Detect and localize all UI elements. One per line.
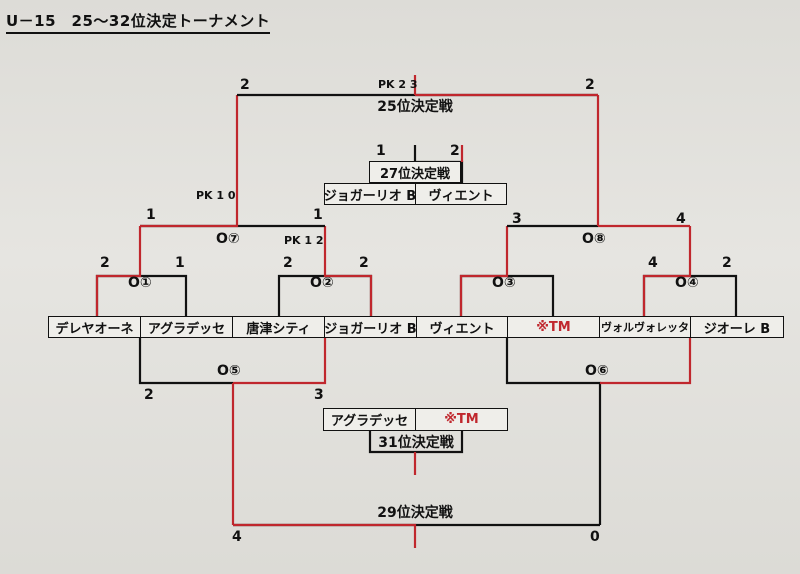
match6-win-line [600, 338, 692, 385]
final27-team-right-name: ヴィエント [428, 188, 494, 204]
final29-score-right: 0 [590, 529, 600, 545]
match5-label: O⑤ [217, 363, 241, 379]
team-agradesse: アグラデッセ [140, 316, 233, 338]
match8-score-right: 4 [676, 211, 686, 227]
match3-label: O③ [492, 275, 516, 291]
final31-label: 31位決定戦 [378, 435, 454, 451]
match2-pk: PK 1 2 [284, 234, 324, 247]
match7-score-left: 1 [146, 207, 156, 223]
team-jogario-b: ジョガーリオ B [324, 316, 417, 338]
match3-score-left: 3 [512, 211, 522, 227]
team-tm: ※TM [507, 316, 600, 338]
match8-label: O⑧ [582, 231, 606, 247]
match1-win-line [95, 226, 142, 316]
match8-win-line [596, 95, 690, 228]
team-deleyaone: デレヤオーネ [48, 316, 141, 338]
match7-score-right: 1 [313, 207, 323, 223]
final31-team-right-name: ※TM [444, 412, 479, 427]
match2-win-line [323, 226, 373, 316]
final25-pk: PK 2 3 [378, 78, 418, 91]
final25-win-line [413, 75, 598, 97]
final29-score-left: 4 [232, 529, 242, 545]
team-karatsu-city: 唐津シティ [232, 316, 325, 338]
match1-score-left: 2 [100, 255, 110, 271]
match3-win-line [459, 226, 509, 316]
match1-label: O① [128, 275, 152, 291]
match6-label: O⑥ [585, 363, 609, 379]
match1-score-right: 1 [175, 255, 185, 271]
final27-label-box: 27位決定戦 [369, 161, 461, 183]
match2-label: O② [310, 275, 334, 291]
final27-team-left-name: ジョガーリオ B [323, 188, 417, 204]
final31-team-left-name: アグラデッセ [330, 414, 409, 429]
match5-score-left: 2 [144, 387, 154, 403]
match7-win-line [140, 95, 239, 228]
match5-line [138, 338, 233, 385]
final29-win-line [233, 523, 417, 548]
team-viento: ヴィエント [416, 316, 508, 338]
final27-score-left: 1 [376, 143, 386, 159]
match7-pk: PK 1 0 [196, 189, 236, 202]
page-title: U－15 25～32位決定トーナメント [6, 10, 271, 34]
final25-label: 25位決定戦 [377, 99, 453, 115]
final29-label: 29位決定戦 [377, 505, 453, 521]
final31-team-right: ※TM [415, 408, 508, 431]
match5-win-line [231, 338, 327, 525]
match2-score-left: 2 [283, 255, 293, 271]
match4-score-left: 4 [648, 255, 658, 271]
final31-team-left: アグラデッセ [323, 408, 416, 431]
final27-score-right: 2 [450, 143, 460, 159]
match4-label: O④ [675, 275, 699, 291]
final27-label: 27位決定戦 [379, 166, 451, 182]
match4-win-line [642, 226, 692, 316]
match2-score-right: 2 [359, 255, 369, 271]
final27-team-right: ヴィエント [415, 183, 507, 205]
match7-label: O⑦ [216, 231, 240, 247]
match5-score-right: 3 [314, 387, 324, 403]
final25-score-right: 2 [585, 77, 595, 93]
final27-team-left: ジョガーリオ B [324, 183, 416, 205]
final25-score-left: 2 [240, 77, 250, 93]
match4-score-right: 2 [722, 255, 732, 271]
match6-line [505, 338, 602, 525]
team-volvoretta: ヴォルヴォレッタ [599, 316, 691, 338]
team-giore-b: ジオーレ B [690, 316, 784, 338]
